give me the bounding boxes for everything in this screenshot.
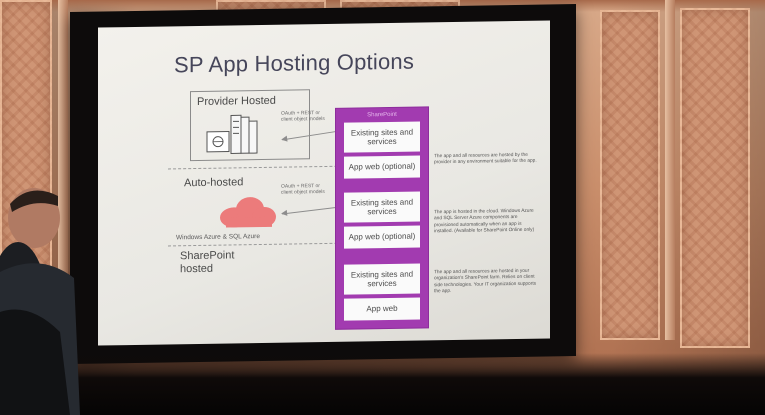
provider-hosted-box: Provider Hosted xyxy=(190,89,310,162)
sharepoint-hosted-label: SharePoint hosted xyxy=(180,249,235,275)
sharepoint-column: SharePoint Existing sites and services A… xyxy=(336,107,428,329)
auth-note: OAuth + REST or client object models xyxy=(281,183,325,196)
slide-title: SP App Hosting Options xyxy=(174,48,415,78)
servers-icon xyxy=(206,114,258,154)
wall-panel xyxy=(600,10,660,340)
wall-pillar xyxy=(58,0,68,300)
existing-sites-box: Existing sites and services xyxy=(344,121,420,153)
existing-sites-box: Existing sites and services xyxy=(344,263,420,295)
cloud-icon xyxy=(220,197,276,228)
azure-label: Windows Azure & SQL Azure xyxy=(176,233,260,242)
description-auto: The app is hosted in the cloud. Windows … xyxy=(434,208,535,235)
app-web-box: App web (optional) xyxy=(344,155,420,179)
column-header: SharePoint xyxy=(367,111,397,119)
presenter-silhouette xyxy=(0,188,80,415)
description-provider: The app and all resources are hosted by … xyxy=(434,152,537,166)
auth-note: OAuth + REST or client object models xyxy=(281,110,325,123)
description-sharepoint: The app and all resources are hosted in … xyxy=(434,268,537,295)
wall-panel xyxy=(680,8,750,348)
existing-sites-box: Existing sites and services xyxy=(344,191,420,223)
provider-hosted-label: Provider Hosted xyxy=(197,94,276,108)
wall-pillar xyxy=(665,0,675,340)
stage-floor xyxy=(0,353,765,415)
app-web-box: App web xyxy=(344,297,420,321)
app-web-box: App web (optional) xyxy=(344,225,420,249)
auto-hosted-label: Auto-hosted xyxy=(184,176,244,190)
arrow-left-icon xyxy=(282,206,336,215)
presentation-slide: SP App Hosting Options Provider Hosted O… xyxy=(98,20,550,346)
